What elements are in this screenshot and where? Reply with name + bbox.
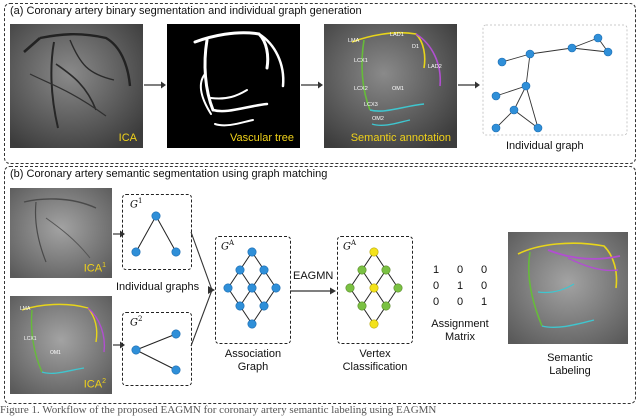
figure-caption: Figure 1. Workflow of the proposed EAGMN… [0, 404, 437, 416]
arrow-ica-to-tree [144, 81, 166, 89]
seg-label-d1: D1 [412, 44, 419, 50]
association-graph-label: GA [221, 239, 235, 253]
panel-a [4, 3, 636, 164]
ica-label: ICA [118, 132, 137, 144]
seg-label-om1: OM1 [392, 86, 404, 92]
semantic-annotation-image: LMA LAD1 D1 LCX1 LAD2 LCX2 OM1 LCX3 OM2 … [324, 24, 457, 148]
semantic-labeling-image [508, 232, 628, 344]
seg-label-lcx2: LCX2 [354, 86, 368, 92]
ica1-label: ICA1 [83, 262, 106, 275]
vascular-tree-image: Vascular tree [167, 24, 300, 148]
eagmn-label: EAGMN [293, 270, 334, 282]
g1-node-right [171, 247, 181, 257]
ica2-seg-lcx1: LCX1 [24, 336, 37, 342]
assignment-matrix-caption: Assignment Matrix [431, 318, 489, 343]
seg-label-lad1: LAD1 [390, 32, 404, 38]
ica2-seg-lma: LMA [20, 306, 31, 312]
association-graph-box [215, 236, 291, 344]
g2-node-bottom [171, 365, 181, 375]
panel-b [4, 166, 636, 404]
association-graph-caption: Association Graph [224, 348, 282, 373]
ica2-label: ICA2 [83, 378, 106, 391]
ica1-image: ICA1 [10, 188, 112, 278]
seg-label-om2: OM2 [372, 116, 384, 122]
vertex-classification-box [337, 236, 413, 344]
seg-label-lma: LMA [348, 38, 360, 44]
ica2-seg-om1: OM1 [50, 350, 61, 356]
ica-image: ICA [10, 24, 143, 148]
graph-g2-box [122, 312, 192, 386]
semantic-annotation-label: Semantic annotation [350, 132, 451, 144]
vascular-tree-label: Vascular tree [230, 132, 294, 144]
individual-graphs-label: Individual graphs [116, 281, 200, 293]
ica2-image: LMA LCX1 OM1 ICA2 [10, 296, 112, 394]
arrow-semantic-to-graph [458, 81, 480, 89]
vertex-classification-graph-label: GA [343, 239, 357, 253]
seg-label-lad2: LAD2 [428, 64, 442, 70]
panel-b-title: (b) Coronary artery semantic segmentatio… [10, 168, 328, 180]
seg-label-lcx3: LCX3 [364, 102, 378, 108]
g2-node-left [131, 345, 141, 355]
arrow-graphs-to-association [190, 231, 215, 347]
individual-graph [482, 24, 628, 136]
panel-a-title: (a) Coronary artery binary segmentation … [10, 5, 362, 17]
vertex-classification-graph [345, 247, 403, 329]
arrow-tree-to-semantic [301, 81, 323, 89]
g2-node-top [171, 329, 181, 339]
graph-g2-label: G2 [130, 315, 143, 329]
semantic-labeling-caption: Semantic Labeling [547, 352, 593, 377]
g1-node-top [151, 211, 161, 221]
association-graph [223, 247, 281, 329]
graph-g1-label: G1 [130, 197, 143, 211]
vertex-classification-caption: Vertex Classification [342, 348, 408, 373]
arrow-eagmn [290, 287, 336, 295]
graph-g1 [131, 211, 181, 257]
graph-g2 [131, 329, 181, 375]
individual-graph-label: Individual graph [506, 140, 584, 152]
g1-node-left [131, 247, 141, 257]
seg-label-lcx1: LCX1 [354, 58, 368, 64]
